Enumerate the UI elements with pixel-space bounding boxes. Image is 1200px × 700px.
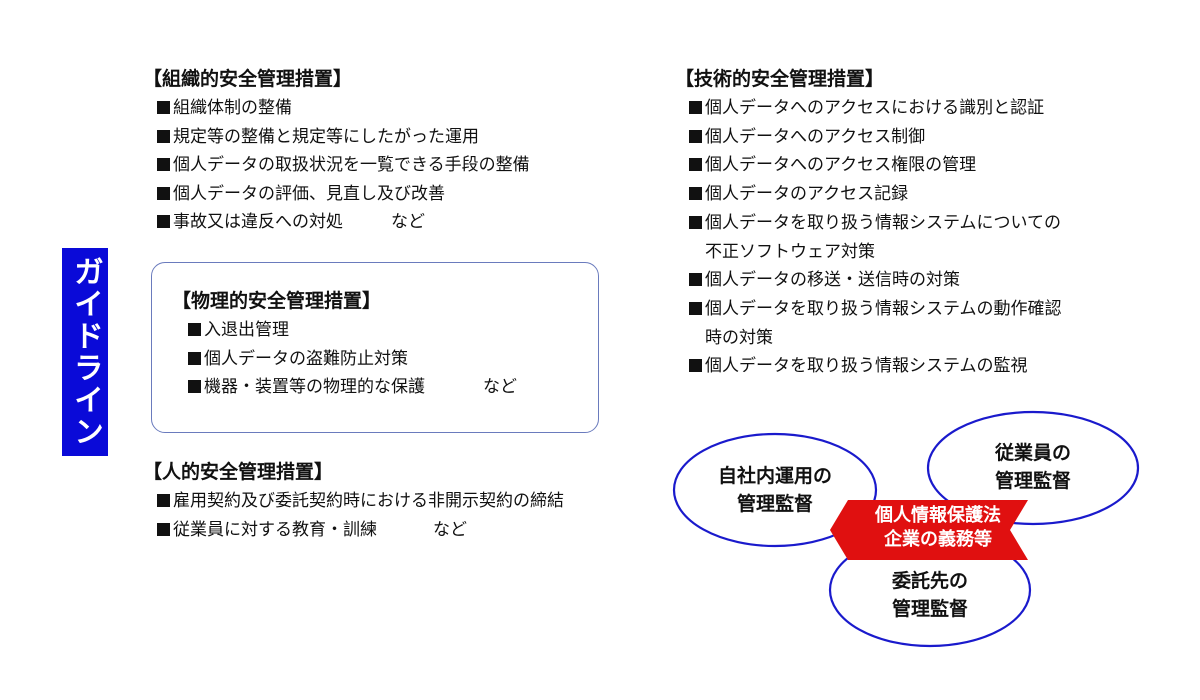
human-measures-title: 【人的安全管理措置】 (143, 461, 334, 483)
oval-in-house-operation (672, 432, 878, 548)
square-bullet-icon (157, 215, 170, 229)
etc-suffix: など (391, 212, 425, 233)
square-bullet-icon (689, 359, 702, 373)
list-item: 機器・装置等の物理的な保護など (188, 373, 517, 402)
physical-measures-title: 【物理的安全管理措置】 (172, 290, 382, 312)
center-obligations-banner (830, 500, 1028, 560)
list-item: 個人データの評価、見直し及び改善 (157, 180, 530, 209)
list-item: 従業員に対する教育・訓練など (157, 516, 564, 545)
square-bullet-icon (689, 273, 702, 287)
oval-employees-label: 従業員の 管理監督 (994, 442, 1071, 492)
square-bullet-icon (188, 323, 201, 336)
list-item: 個人データの移送・送信時の対策 (689, 266, 1062, 295)
organizational-measures-title: 【組織的安全管理措置】 (143, 68, 353, 90)
square-bullet-icon (157, 494, 170, 507)
list-item: 雇用契約及び委託契約時における非開示契約の締結 (157, 487, 564, 516)
square-bullet-icon (689, 129, 702, 143)
organizational-measures-list: 組織体制の整備 規定等の整備と規定等にしたがった運用 個人データの取扱状況を一覧… (143, 94, 530, 237)
technical-measures-section: 【技術的安全管理措置】 個人データへのアクセスにおける識別と認証 個人データへの… (675, 64, 1062, 381)
list-item: 規定等の整備と規定等にしたがった運用 (157, 123, 530, 152)
human-measures-section: 【人的安全管理措置】 雇用契約及び委託契約時における非開示契約の締結 従業員に対… (143, 457, 564, 544)
guideline-label-text: ガイドライン (68, 256, 103, 448)
square-bullet-icon (157, 186, 170, 200)
list-item: 個人データを取り扱う情報システムについての不正ソフトウェア対策 (689, 209, 1062, 266)
square-bullet-icon (689, 215, 702, 229)
organizational-measures-section: 【組織的安全管理措置】 組織体制の整備 規定等の整備と規定等にしたがった運用 個… (143, 64, 530, 237)
square-bullet-icon (188, 351, 201, 365)
list-item: 組織体制の整備 (157, 94, 530, 123)
list-item-continuation: 不正ソフトウェア対策 (705, 241, 875, 262)
square-bullet-icon (157, 101, 170, 114)
list-item: 個人データの盗難防止対策 (188, 345, 517, 374)
oval-in-house-label: 自社内運用の 管理監督 (717, 465, 832, 515)
technical-measures-title: 【技術的安全管理措置】 (675, 68, 885, 90)
square-bullet-icon (157, 129, 170, 143)
oval-contractors-label: 委託先の 管理監督 (891, 570, 968, 620)
square-bullet-icon (689, 101, 702, 114)
center-obligations-label: 個人情報保護法 企業の義務等 (875, 505, 1001, 550)
list-item: 個人データの取扱状況を一覧できる手段の整備 (157, 151, 530, 180)
square-bullet-icon (689, 301, 702, 315)
physical-measures-list: 入退出管理 個人データの盗難防止対策 機器・装置等の物理的な保護など (172, 316, 517, 402)
list-item-continuation: 時の対策 (705, 327, 773, 348)
physical-measures-box (151, 262, 599, 433)
list-item: 個人データを取り扱う情報システムの動作確認時の対策 (689, 295, 1062, 352)
list-item: 個人データのアクセス記録 (689, 180, 1062, 209)
list-item: 個人データへのアクセスにおける識別と認証 (689, 94, 1062, 123)
physical-measures-section: 【物理的安全管理措置】 入退出管理 個人データの盗難防止対策 機器・装置等の物理… (172, 286, 517, 402)
list-item: 個人データへのアクセス制御 (689, 123, 1062, 152)
etc-suffix: など (433, 519, 467, 540)
list-item: 入退出管理 (188, 316, 517, 345)
guideline-side-label: ガイドライン (62, 248, 108, 456)
human-measures-list: 雇用契約及び委託契約時における非開示契約の締結 従業員に対する教育・訓練など (143, 487, 564, 544)
etc-suffix: など (483, 377, 517, 398)
square-bullet-icon (157, 158, 170, 172)
list-item: 事故又は違反への対処など (157, 208, 530, 237)
technical-measures-list: 個人データへのアクセスにおける識別と認証 個人データへのアクセス制御 個人データ… (675, 94, 1062, 381)
square-bullet-icon (188, 380, 201, 394)
oval-employees (926, 410, 1140, 526)
list-item: 個人データへのアクセス権限の管理 (689, 151, 1062, 180)
square-bullet-icon (157, 522, 170, 536)
square-bullet-icon (689, 158, 702, 172)
list-item: 個人データを取り扱う情報システムの監視 (689, 352, 1062, 381)
square-bullet-icon (689, 187, 702, 201)
